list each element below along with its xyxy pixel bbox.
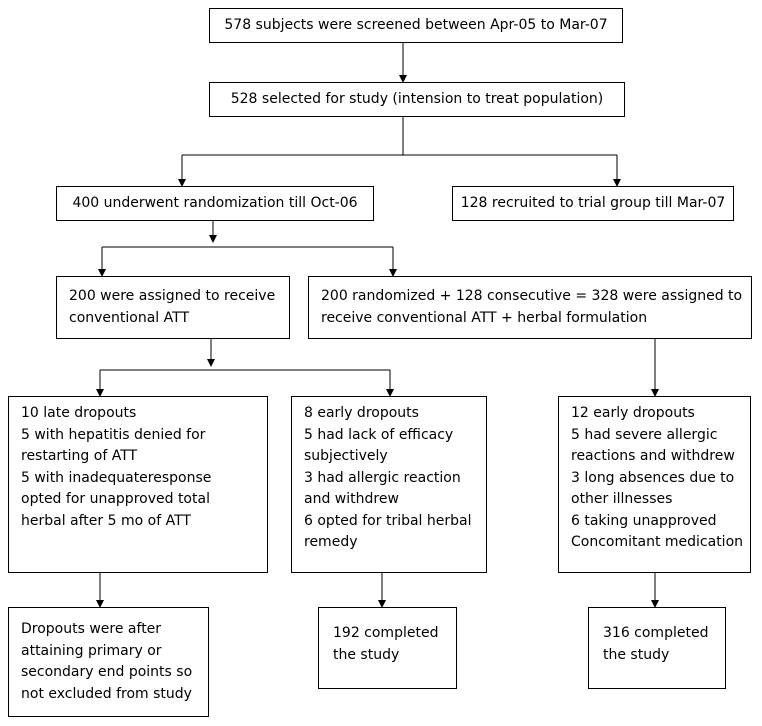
- box-trial-group: 128 recruited to trial group till Mar-07: [452, 186, 734, 221]
- box-herbal: 200 randomized + 128 consecutive = 328 w…: [308, 276, 752, 339]
- early-dropouts-12-line: 6 taking unapproved: [571, 512, 717, 529]
- box-herbal-line: receive conventional ATT + herbal formul…: [321, 309, 648, 326]
- late-dropouts-line: opted for unapproved total: [21, 491, 210, 507]
- box-dropouts-note: Dropouts were after attaining primary or…: [8, 607, 209, 717]
- box-screened-line: 578 subjects were screened between Apr-0…: [224, 16, 608, 33]
- late-dropouts-line: restarting of ATT: [21, 448, 138, 464]
- dropouts-note-line: not excluded from study: [21, 685, 192, 702]
- completed-192-line: 192 completed: [333, 625, 439, 641]
- box-randomized-line: 400 underwent randomization till Oct-06: [72, 194, 358, 211]
- early-dropouts-8-line: remedy: [304, 534, 358, 550]
- box-late-dropouts: 10 late dropouts 5 with hepatitis denied…: [8, 396, 268, 573]
- box-conventional-line: conventional ATT: [69, 309, 189, 326]
- early-dropouts-8-line: 6 opted for tribal herbal: [304, 512, 472, 529]
- box-conventional-line: 200 were assigned to receive: [69, 288, 276, 304]
- early-dropouts-12-line: other illnesses: [571, 491, 673, 507]
- early-dropouts-12-line: reactions and withdrew: [571, 448, 735, 464]
- box-early-dropouts-8: 8 early dropouts 5 had lack of efficacy …: [291, 396, 487, 573]
- completed-316-line: the study: [603, 646, 670, 663]
- early-dropouts-8-line: 5 had lack of efficacy: [304, 426, 454, 443]
- early-dropouts-12-line: Concomitant medication: [571, 534, 744, 550]
- box-herbal-line: 200 randomized + 128 consecutive = 328 w…: [321, 288, 743, 304]
- late-dropouts-line: 5 with hepatitis denied for: [21, 426, 206, 443]
- completed-316-line: 316 completed: [603, 625, 709, 641]
- dropouts-note-line: secondary end points so: [21, 664, 193, 680]
- completed-192-line: the study: [333, 646, 400, 663]
- box-completed-192: 192 completed the study: [318, 607, 457, 689]
- late-dropouts-line: 5 with inadequateresponse: [21, 469, 212, 486]
- box-randomized: 400 underwent randomization till Oct-06: [56, 186, 374, 221]
- box-conventional: 200 were assigned to receive conventiona…: [56, 276, 290, 339]
- dropouts-note-line: Dropouts were after: [21, 621, 162, 637]
- box-selected: 528 selected for study (intension to tre…: [209, 82, 625, 117]
- early-dropouts-8-line: subjectively: [304, 448, 388, 464]
- box-completed-316: 316 completed the study: [588, 607, 726, 689]
- early-dropouts-8-line: 8 early dropouts: [304, 405, 419, 421]
- early-dropouts-8-line: 3 had allergic reaction: [304, 469, 461, 486]
- box-selected-line: 528 selected for study (intension to tre…: [230, 90, 604, 107]
- box-early-dropouts-12: 12 early dropouts 5 had severe allergic …: [558, 396, 751, 573]
- late-dropouts-line: herbal after 5 mo of ATT: [21, 512, 191, 529]
- box-trial-group-line: 128 recruited to trial group till Mar-07: [460, 194, 726, 211]
- early-dropouts-12-line: 3 long absences due to: [571, 469, 735, 486]
- early-dropouts-12-line: 12 early dropouts: [571, 405, 695, 421]
- box-screened: 578 subjects were screened between Apr-0…: [209, 8, 623, 43]
- late-dropouts-line: 10 late dropouts: [21, 405, 137, 421]
- dropouts-note-line: attaining primary or: [21, 642, 162, 659]
- early-dropouts-8-line: and withdrew: [304, 491, 399, 507]
- early-dropouts-12-line: 5 had severe allergic: [571, 426, 718, 443]
